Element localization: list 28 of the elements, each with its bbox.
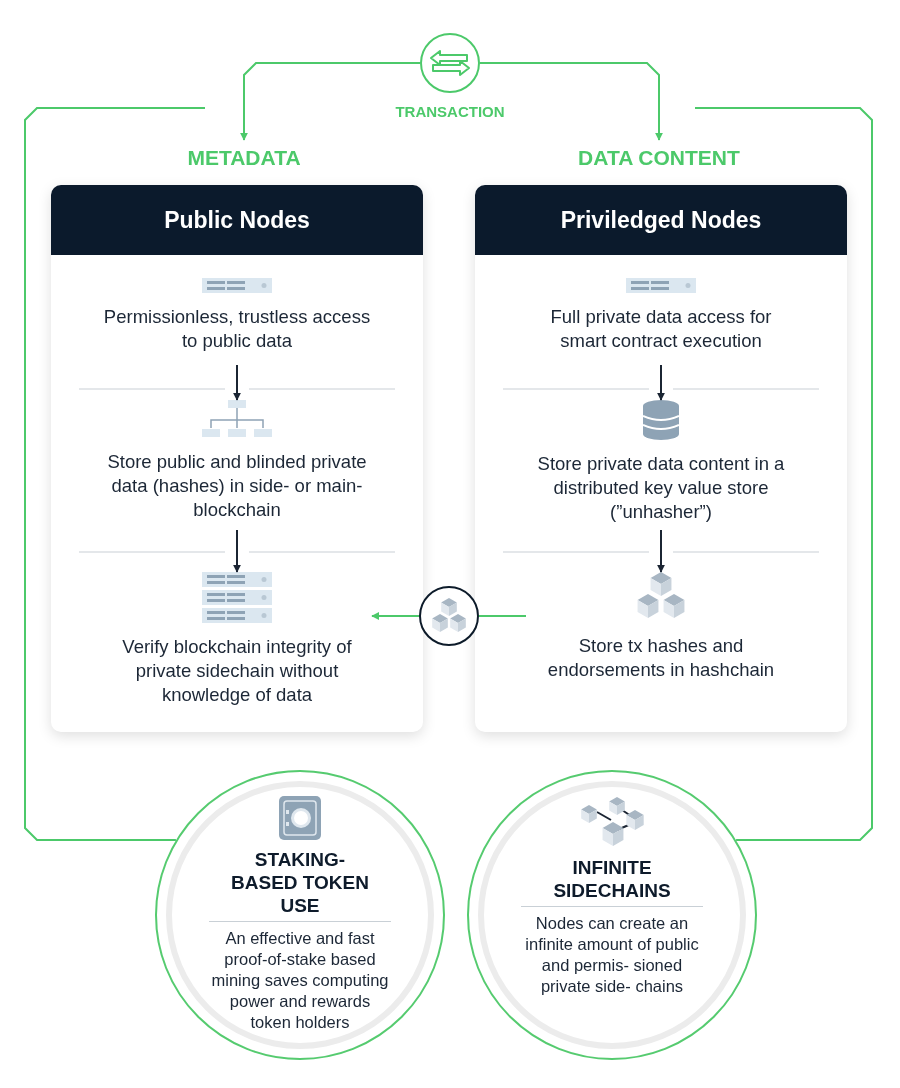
circle-badge [419, 586, 479, 646]
arrow [233, 364, 241, 401]
step-text: Full private data access for smart contract execution [549, 305, 773, 353]
step-text: Store private data content in a distributed key value store (”unhasher”) [536, 452, 786, 524]
arrow [371, 612, 420, 620]
badge-label: TRANSACTION [394, 103, 506, 120]
node-card [51, 185, 423, 732]
arrow [657, 529, 665, 573]
section-heading: DATA CONTENT [534, 143, 784, 173]
step-text: Permissionless, trustless access to public data [102, 305, 372, 353]
step-text: Verify blockchain integrity of private sidechain without knowledge of data [121, 635, 353, 707]
step-text: Store public and blinded private data (hashes) in side- or main-blockchain [106, 450, 368, 522]
connector-line [24, 107, 206, 841]
arrow [240, 62, 421, 141]
feature-title: INFINITE SIDECHAINS [521, 856, 703, 907]
section-heading: METADATA [154, 143, 334, 173]
connector-line [694, 107, 873, 841]
card-title: Public Nodes [164, 206, 310, 234]
arrow [233, 529, 241, 573]
node-card [475, 185, 847, 732]
connector-line [478, 615, 527, 617]
feature-text: Nodes can create an infinite amount of public and permis- sioned private side- chains [524, 913, 700, 997]
step-text: Store tx hashes and endorsements in hashchain [546, 634, 776, 682]
feature-title: STAKING-BASED TOKEN USE [209, 848, 391, 922]
card-title: Priviledged Nodes [560, 206, 762, 234]
feature-text: An effective and fast proof-of-stake based mining saves computing power and rewards token holders [210, 928, 390, 1033]
arrow [479, 62, 663, 141]
arrow [657, 364, 665, 401]
